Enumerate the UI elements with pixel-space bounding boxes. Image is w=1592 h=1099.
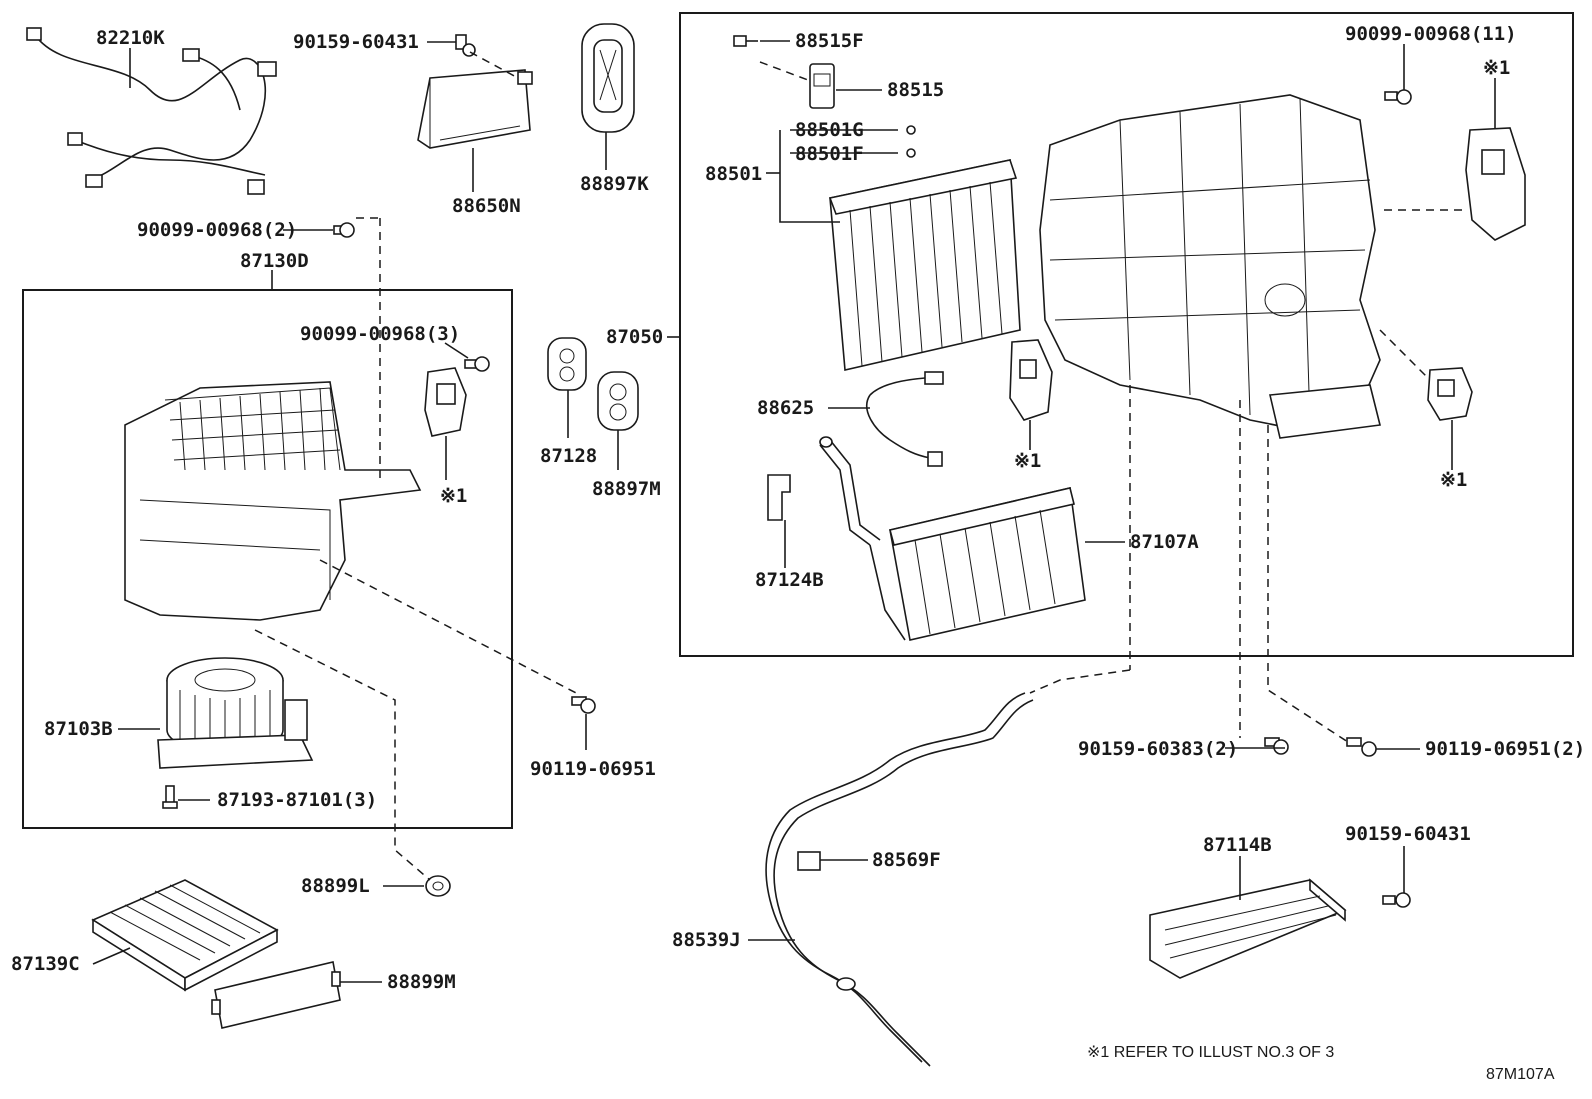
- label-90159-60383-2: 90159-60383(2): [1078, 738, 1238, 760]
- label-87114B: 87114B: [1203, 834, 1272, 856]
- label-87050: 87050: [606, 326, 663, 348]
- label-88515: 88515: [887, 79, 944, 101]
- diagram-code: 87M107A: [1486, 1066, 1555, 1083]
- label-88501F: 88501F: [795, 143, 864, 165]
- screw-90119-left-drawing: [571, 696, 596, 714]
- duct-filter-drawing: [1149, 878, 1347, 979]
- clip-drawing: [767, 474, 791, 521]
- screw-90099-2-drawing: [333, 222, 355, 238]
- label-ref-mid: ※1: [1014, 450, 1041, 472]
- label-88515F: 88515F: [795, 30, 864, 52]
- motor-screw-drawing: [162, 785, 178, 809]
- blower-assembly-frame: [22, 289, 513, 829]
- blower-housing-drawing: [124, 381, 422, 621]
- label-88569F: 88569F: [872, 849, 941, 871]
- actuator-mid-drawing: [1009, 339, 1053, 421]
- label-90159-60431-bottom: 90159-60431: [1345, 823, 1471, 845]
- actuator-right-drawing: [1427, 367, 1473, 421]
- label-90159-60431-top: 90159-60431: [293, 31, 419, 53]
- heater-case-drawing: [1039, 94, 1381, 439]
- label-82210K: 82210K: [96, 27, 165, 49]
- label-87124B: 87124B: [755, 569, 824, 591]
- label-87128: 87128: [540, 445, 597, 467]
- thermistor-drawing: [866, 371, 944, 467]
- hose-clip-drawing: [797, 851, 821, 871]
- seal-87128-drawing: [547, 337, 587, 391]
- control-module-drawing: [417, 69, 533, 149]
- actuator-top-right-drawing: [1465, 127, 1526, 241]
- filter-cover-drawing: [211, 961, 341, 1029]
- evaporator-drawing: [828, 125, 1021, 371]
- label-87130D: 87130D: [240, 250, 309, 272]
- label-88897M: 88897M: [592, 478, 661, 500]
- label-90099-00968-11: 90099-00968(11): [1345, 23, 1517, 45]
- label-88539J: 88539J: [672, 929, 741, 951]
- label-90119-06951: 90119-06951: [530, 758, 656, 780]
- expansion-valve-drawing: [733, 35, 835, 109]
- label-88501: 88501: [705, 163, 762, 185]
- blower-motor-drawing: [157, 657, 314, 769]
- label-90119-06951-2: 90119-06951(2): [1425, 738, 1585, 760]
- panel-seal-drawing: [581, 23, 635, 133]
- label-ref-blower: ※1: [440, 485, 467, 507]
- screw-90159-60383-drawing: [1264, 737, 1289, 755]
- label-87107A: 87107A: [1130, 531, 1199, 553]
- label-ref-top-right: ※1: [1483, 57, 1510, 79]
- label-88899L: 88899L: [301, 875, 370, 897]
- label-87139C: 87139C: [11, 953, 80, 975]
- leader-lines: [92, 40, 1496, 983]
- label-88899M: 88899M: [387, 971, 456, 993]
- heater-unit-frame: [679, 12, 1574, 657]
- label-88897K: 88897K: [580, 173, 649, 195]
- label-90099-00968-3: 90099-00968(3): [300, 323, 460, 345]
- screw-90099-11-drawing: [1384, 89, 1412, 105]
- seal-88897M-drawing: [597, 371, 639, 431]
- label-88501G: 88501G: [795, 119, 864, 141]
- drain-hose-drawing: [765, 692, 1034, 1067]
- label-87193-87101-3: 87193-87101(3): [217, 789, 377, 811]
- label-88625: 88625: [757, 397, 814, 419]
- screw-90159-bottom-drawing: [1382, 892, 1411, 908]
- cabin-filter-drawing: [91, 879, 279, 992]
- screw-90099-3-drawing: [464, 356, 490, 372]
- label-90099-00968-2: 90099-00968(2): [137, 219, 297, 241]
- label-88650N: 88650N: [452, 195, 521, 217]
- wire-harness-drawing: [26, 27, 277, 195]
- heater-core-drawing: [819, 436, 1086, 641]
- part-labels: 82210K 90159-60431 88650N 88897K 90099-0…: [11, 23, 1585, 1083]
- grommet-drawing: [425, 875, 451, 897]
- label-87103B: 87103B: [44, 718, 113, 740]
- blower-actuator-drawing: [424, 367, 467, 437]
- screw-90119-right-drawing: [1346, 737, 1377, 757]
- reference-note: ※1 REFER TO ILLUST NO.3 OF 3: [1087, 1044, 1334, 1061]
- label-ref-right: ※1: [1440, 469, 1467, 491]
